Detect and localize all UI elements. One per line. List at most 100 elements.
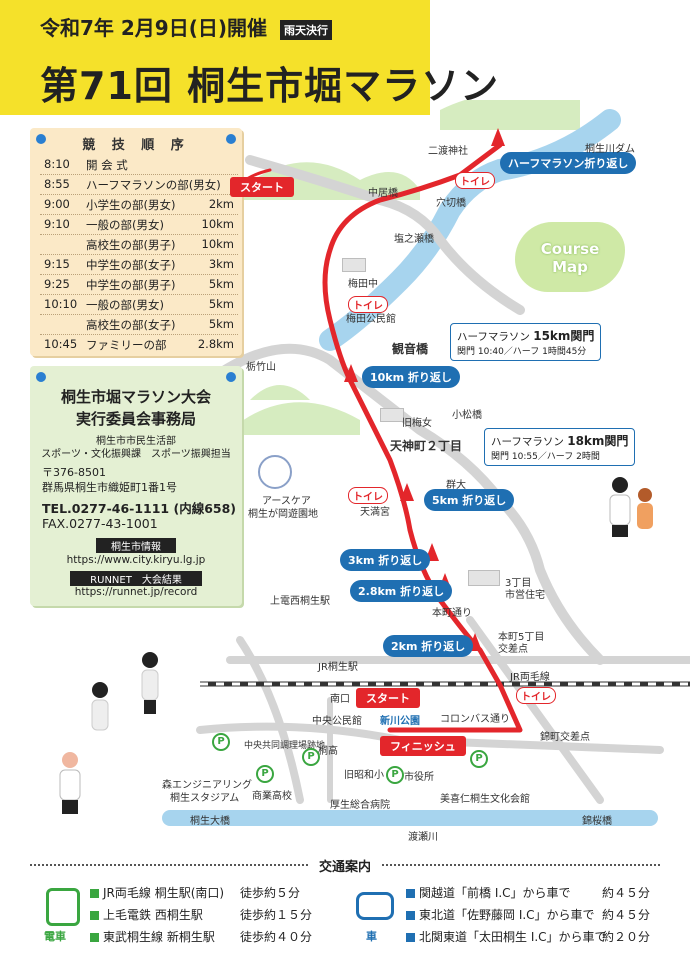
schedule-time: 9:25 bbox=[44, 277, 70, 291]
toilet-badge: トイレ bbox=[348, 296, 388, 313]
bullet-icon bbox=[90, 889, 99, 898]
schedule-row: 高校生の部(女子)5km bbox=[40, 316, 238, 335]
schedule-event: 小学生の部(男女) bbox=[86, 198, 176, 212]
place-nishikido: 錦町交差点 bbox=[540, 732, 590, 743]
office-fax: FAX.0277-43-1001 bbox=[42, 516, 158, 531]
info-label: 桐生市情報 bbox=[96, 538, 176, 553]
place-colonnade: コロンバス通り bbox=[440, 714, 510, 725]
schedule-event: 高校生の部(女子) bbox=[86, 318, 176, 332]
runnet-label: RUNNET 大会結果 bbox=[70, 571, 202, 586]
access-line: 北関東道「太田桐生 I.C」から車で bbox=[419, 930, 607, 944]
hill-shape bbox=[250, 385, 310, 400]
pin-icon bbox=[36, 134, 46, 144]
access-car-item: 北関東道「太田桐生 I.C」から車で bbox=[406, 928, 607, 945]
place-honcho5: 本町5丁目 bbox=[498, 632, 545, 643]
place-shiyakusho: 市役所 bbox=[404, 772, 434, 783]
place-tenjin: 天神町２丁目 bbox=[390, 439, 463, 453]
ferris-wheel-icon bbox=[258, 455, 292, 489]
place-nakaibashi: 中居橋 bbox=[368, 188, 398, 199]
schedule-time: 8:10 bbox=[44, 157, 70, 171]
office-title-line1: 桐生市堀マラソン大会 bbox=[60, 388, 211, 406]
train-label: 電車 bbox=[44, 930, 66, 943]
turn-cone-icon bbox=[400, 483, 414, 501]
schedule-event: 中学生の部(女子) bbox=[86, 258, 176, 272]
schedule-event: 一般の部(男女) bbox=[86, 218, 164, 232]
access-train-item: 東武桐生線 新桐生駅 bbox=[90, 928, 215, 945]
bullet-icon bbox=[90, 933, 99, 942]
schedule-dist: 10km bbox=[201, 217, 235, 231]
cutoff-dist: 18km関門 bbox=[567, 434, 629, 448]
page-title: 第71回 桐生市堀マラソン bbox=[40, 64, 500, 108]
pin-icon bbox=[36, 372, 46, 382]
place-dam: 桐生川ダム bbox=[585, 144, 635, 155]
place-kosei: 厚生総合病院 bbox=[330, 800, 390, 811]
cutoff-sub: 関門 10:40／ハーフ 1時間45分 bbox=[457, 347, 587, 357]
access-train-time: 徒歩約５分 bbox=[240, 886, 301, 900]
building bbox=[380, 408, 404, 422]
place-bunka: 美喜仁桐生文化会館 bbox=[440, 794, 530, 805]
place-tochiku: 栃竹山 bbox=[246, 362, 276, 373]
course-map-badge bbox=[515, 222, 625, 292]
event-date-text: 令和7年 2月9日(日)開催 bbox=[40, 16, 267, 40]
schedule-heading: 競 技 順 序 bbox=[82, 138, 190, 153]
info-url[interactable]: https://www.city.kiryu.lg.jp bbox=[66, 554, 206, 566]
toilet-badge: トイレ bbox=[516, 687, 556, 704]
place-kyoshoku: 中央共同調理場跡地 bbox=[244, 741, 326, 751]
event-date: 令和7年 2月9日(日)開催 雨天決行 bbox=[40, 12, 332, 41]
place-jr-line: JR両毛線 bbox=[510, 672, 550, 683]
parking-icon: P bbox=[212, 733, 230, 751]
cutoff-title: ハーフマラソン bbox=[457, 331, 530, 343]
bullet-icon bbox=[406, 933, 415, 942]
place-tenmangu: 天満宮 bbox=[360, 507, 390, 518]
hill-shape bbox=[440, 100, 580, 130]
office-title-line2: 実行委員会事務局 bbox=[75, 410, 196, 428]
access-train-time: 徒歩約４０分 bbox=[240, 930, 313, 944]
toilet-badge: トイレ bbox=[455, 172, 495, 189]
office-tel: TEL.0277-46-1111 (内線658) bbox=[42, 501, 237, 516]
hill-shape bbox=[230, 402, 360, 435]
access-car-time: 約４５分 bbox=[602, 886, 651, 900]
start-badge: スタート bbox=[230, 177, 294, 197]
place-futawatari: 二渡神社 bbox=[428, 146, 468, 157]
place-umeda-hall: 梅田公民館 bbox=[346, 314, 396, 325]
office-section: スポーツ・文化振興課 スポーツ振興担当 bbox=[41, 449, 231, 460]
road bbox=[245, 155, 525, 315]
access-car-item: 東北道「佐野藤岡 I.C」から車で bbox=[406, 906, 595, 923]
building bbox=[342, 258, 366, 272]
schedule-time: 9:15 bbox=[44, 257, 70, 271]
place-chome3: 3丁目 bbox=[505, 578, 532, 589]
parking-icon: P bbox=[470, 750, 488, 768]
schedule-time: 9:00 bbox=[44, 197, 70, 211]
office-postal: 〒376-8501 bbox=[42, 466, 106, 479]
place-chuo-kominkan: 中央公民館 bbox=[312, 716, 362, 727]
runners-illustration-right bbox=[609, 477, 653, 537]
access-section: 交通案内 電車 JR両毛線 桐生駅(南口) 徒歩約５分 上毛電鉄 西桐生駅 徒歩… bbox=[30, 858, 660, 976]
schedule-dist: 2.8km bbox=[197, 337, 234, 351]
place-stadium2: 桐生スタジアム bbox=[170, 793, 240, 804]
bullet-icon bbox=[90, 911, 99, 920]
runnet-url[interactable]: https://runnet.jp/record bbox=[74, 586, 198, 598]
place-komatsu: 小松橋 bbox=[452, 410, 482, 421]
pin-icon bbox=[226, 372, 236, 382]
turn-half: ハーフマラソン折り返し bbox=[500, 152, 637, 174]
header-band bbox=[0, 0, 430, 115]
place-shinkawa: 新川公園 bbox=[380, 716, 420, 727]
car-label: 車 bbox=[366, 930, 377, 943]
cutoff-title: ハーフマラソン bbox=[491, 436, 564, 448]
parking-icon: P bbox=[302, 748, 320, 766]
schedule-dist: 2km bbox=[208, 197, 234, 211]
car-icon bbox=[356, 892, 394, 920]
pin-icon bbox=[226, 134, 236, 144]
place-shogyo: 商業高校 bbox=[252, 791, 292, 802]
schedule-event: 一般の部(男女) bbox=[86, 298, 164, 312]
road bbox=[466, 616, 604, 804]
turn-3km: 3km 折り返し bbox=[340, 549, 431, 571]
schedule-row: 高校生の部(男子)10km bbox=[40, 236, 238, 255]
place-shiono: 塩之瀬橋 bbox=[394, 234, 434, 245]
schedule-time: 8:55 bbox=[44, 177, 70, 191]
bullet-icon bbox=[406, 911, 415, 920]
